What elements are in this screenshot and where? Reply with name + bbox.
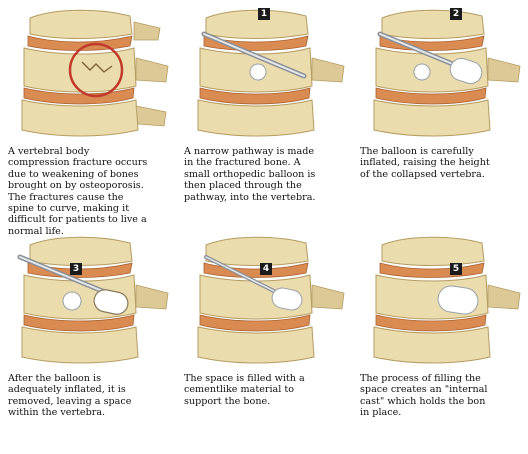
panel-fracture: A vertebral body compression fracture oc… xyxy=(0,0,176,237)
balloon-deflated xyxy=(249,63,267,81)
panel-step-2: 2 The balloon is carefully inflated, rai… xyxy=(352,0,528,227)
balloon-inflated xyxy=(449,57,483,85)
spine-segment xyxy=(21,236,169,364)
panel-step-4: 4 The space is filled with a cementlike … xyxy=(176,227,352,454)
step-number-badge: 3 xyxy=(70,263,82,275)
spine-segment xyxy=(197,9,345,137)
vertebra-step-2-illustration xyxy=(373,9,521,137)
panel-caption: The balloon is carefully inflated, raisi… xyxy=(360,146,490,180)
spine-segment xyxy=(197,236,345,364)
balloon-deflated xyxy=(62,291,82,311)
spine-segment xyxy=(373,9,521,137)
panel-step-3: 3 After the balloon is adequately inflat… xyxy=(0,227,176,454)
spine-segment xyxy=(21,9,169,137)
vertebra-step-3-illustration xyxy=(17,236,169,364)
panel-caption: The space is filled with a cementlike ma… xyxy=(184,373,305,407)
vertebra-step-1-illustration xyxy=(197,9,345,137)
panel-caption: The process of filling the space creates… xyxy=(360,373,488,419)
step-number-badge: 5 xyxy=(450,263,462,275)
internal-cast xyxy=(437,285,479,315)
fracture-line xyxy=(81,61,113,73)
step-number-badge: 1 xyxy=(258,8,270,20)
panel-caption: After the balloon is adequately inflated… xyxy=(8,373,132,419)
panel-step-1: 1 A narrow pathway is made in the fractu… xyxy=(176,0,352,227)
fracture-highlight-circle xyxy=(68,42,124,98)
cement-fill xyxy=(271,287,303,311)
vertebra-fracture-illustration xyxy=(21,9,169,137)
void-space xyxy=(93,289,129,315)
panel-caption: A narrow pathway is made in the fracture… xyxy=(184,146,316,203)
panel-caption: A vertebral body compression fracture oc… xyxy=(8,146,148,237)
step-number-badge: 2 xyxy=(450,8,462,20)
panel-step-5: 5 The process of filling the space creat… xyxy=(352,227,528,454)
step-number-badge: 4 xyxy=(260,263,272,275)
vertebra-step-5-illustration xyxy=(373,236,521,364)
balloon-deflated xyxy=(413,63,431,81)
bottom-crop-edge xyxy=(0,446,528,454)
vertebra-step-4-illustration xyxy=(197,236,345,364)
